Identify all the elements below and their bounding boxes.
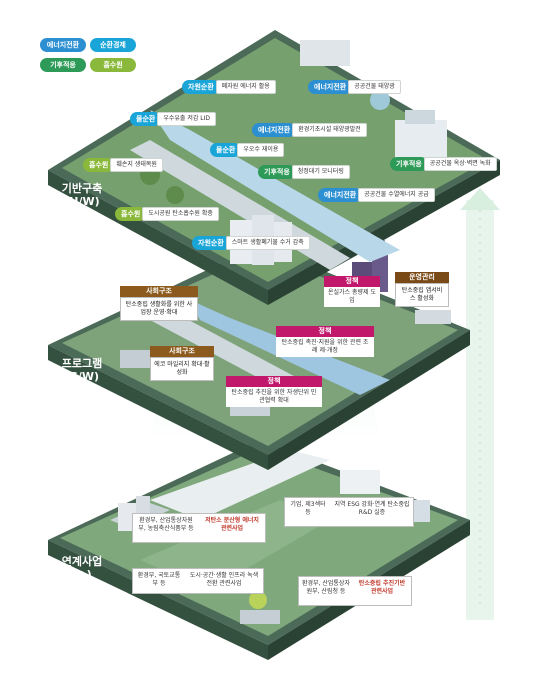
legend-sink: 흡수원 — [90, 58, 136, 72]
legend-energy: 에너지전환 — [40, 38, 86, 52]
link-box-1: 환경부, 산업통상자원부, 농림축산식품부 등 저탄소 분산형 에너지 관련사업 — [132, 513, 266, 543]
legend: 에너지전환 순환경제 기후적응 흡수원 — [40, 38, 140, 76]
sw-policy-1: 정책 온실가스 총량제 도입 — [324, 276, 380, 307]
link-box-2: 기업, 제3섹터 등 지역 ESG 강화·연계 탄소중립 R&D 실증 — [284, 497, 414, 527]
layer-hw — [48, 30, 500, 305]
link-box-4: 환경부, 산업통상자원부, 산림청 등 탄소중립 추진기반 관련사업 — [298, 576, 412, 606]
sw-box-social-1: 사회구조 탄소중립 생활화를 위한 사업장 운영·확대 — [120, 286, 198, 321]
sw-policy-2: 정책 탄소중립 촉진·지원을 위한 관련 조례 제·개정 — [276, 326, 374, 357]
legend-adapt: 기후적응 — [40, 58, 86, 72]
layer-label-hw: 기반구축 (H/W) — [61, 182, 103, 208]
link-box-3: 환경부, 국토교통부 등 도시·공간·생활 인프라 녹색전환 관련사업 — [132, 568, 264, 594]
sw-policy-3: 정책 탄소중립 추진을 위한 자생단위 민관협력 확대 — [226, 376, 322, 407]
legend-circular: 순환경제 — [90, 38, 136, 52]
sw-box-ops: 운영관리 탄소중립 앱서비스 활성화 — [395, 272, 449, 307]
upward-arrow — [460, 188, 500, 620]
layer-label-sw: 프로그램 (S/W) — [61, 357, 103, 383]
sw-box-social-2: 사회구조 에코 마일리지 확대·활성화 — [150, 346, 214, 381]
layer-link — [48, 440, 470, 660]
layer-label-link: 연계사업 (+) — [61, 555, 103, 581]
